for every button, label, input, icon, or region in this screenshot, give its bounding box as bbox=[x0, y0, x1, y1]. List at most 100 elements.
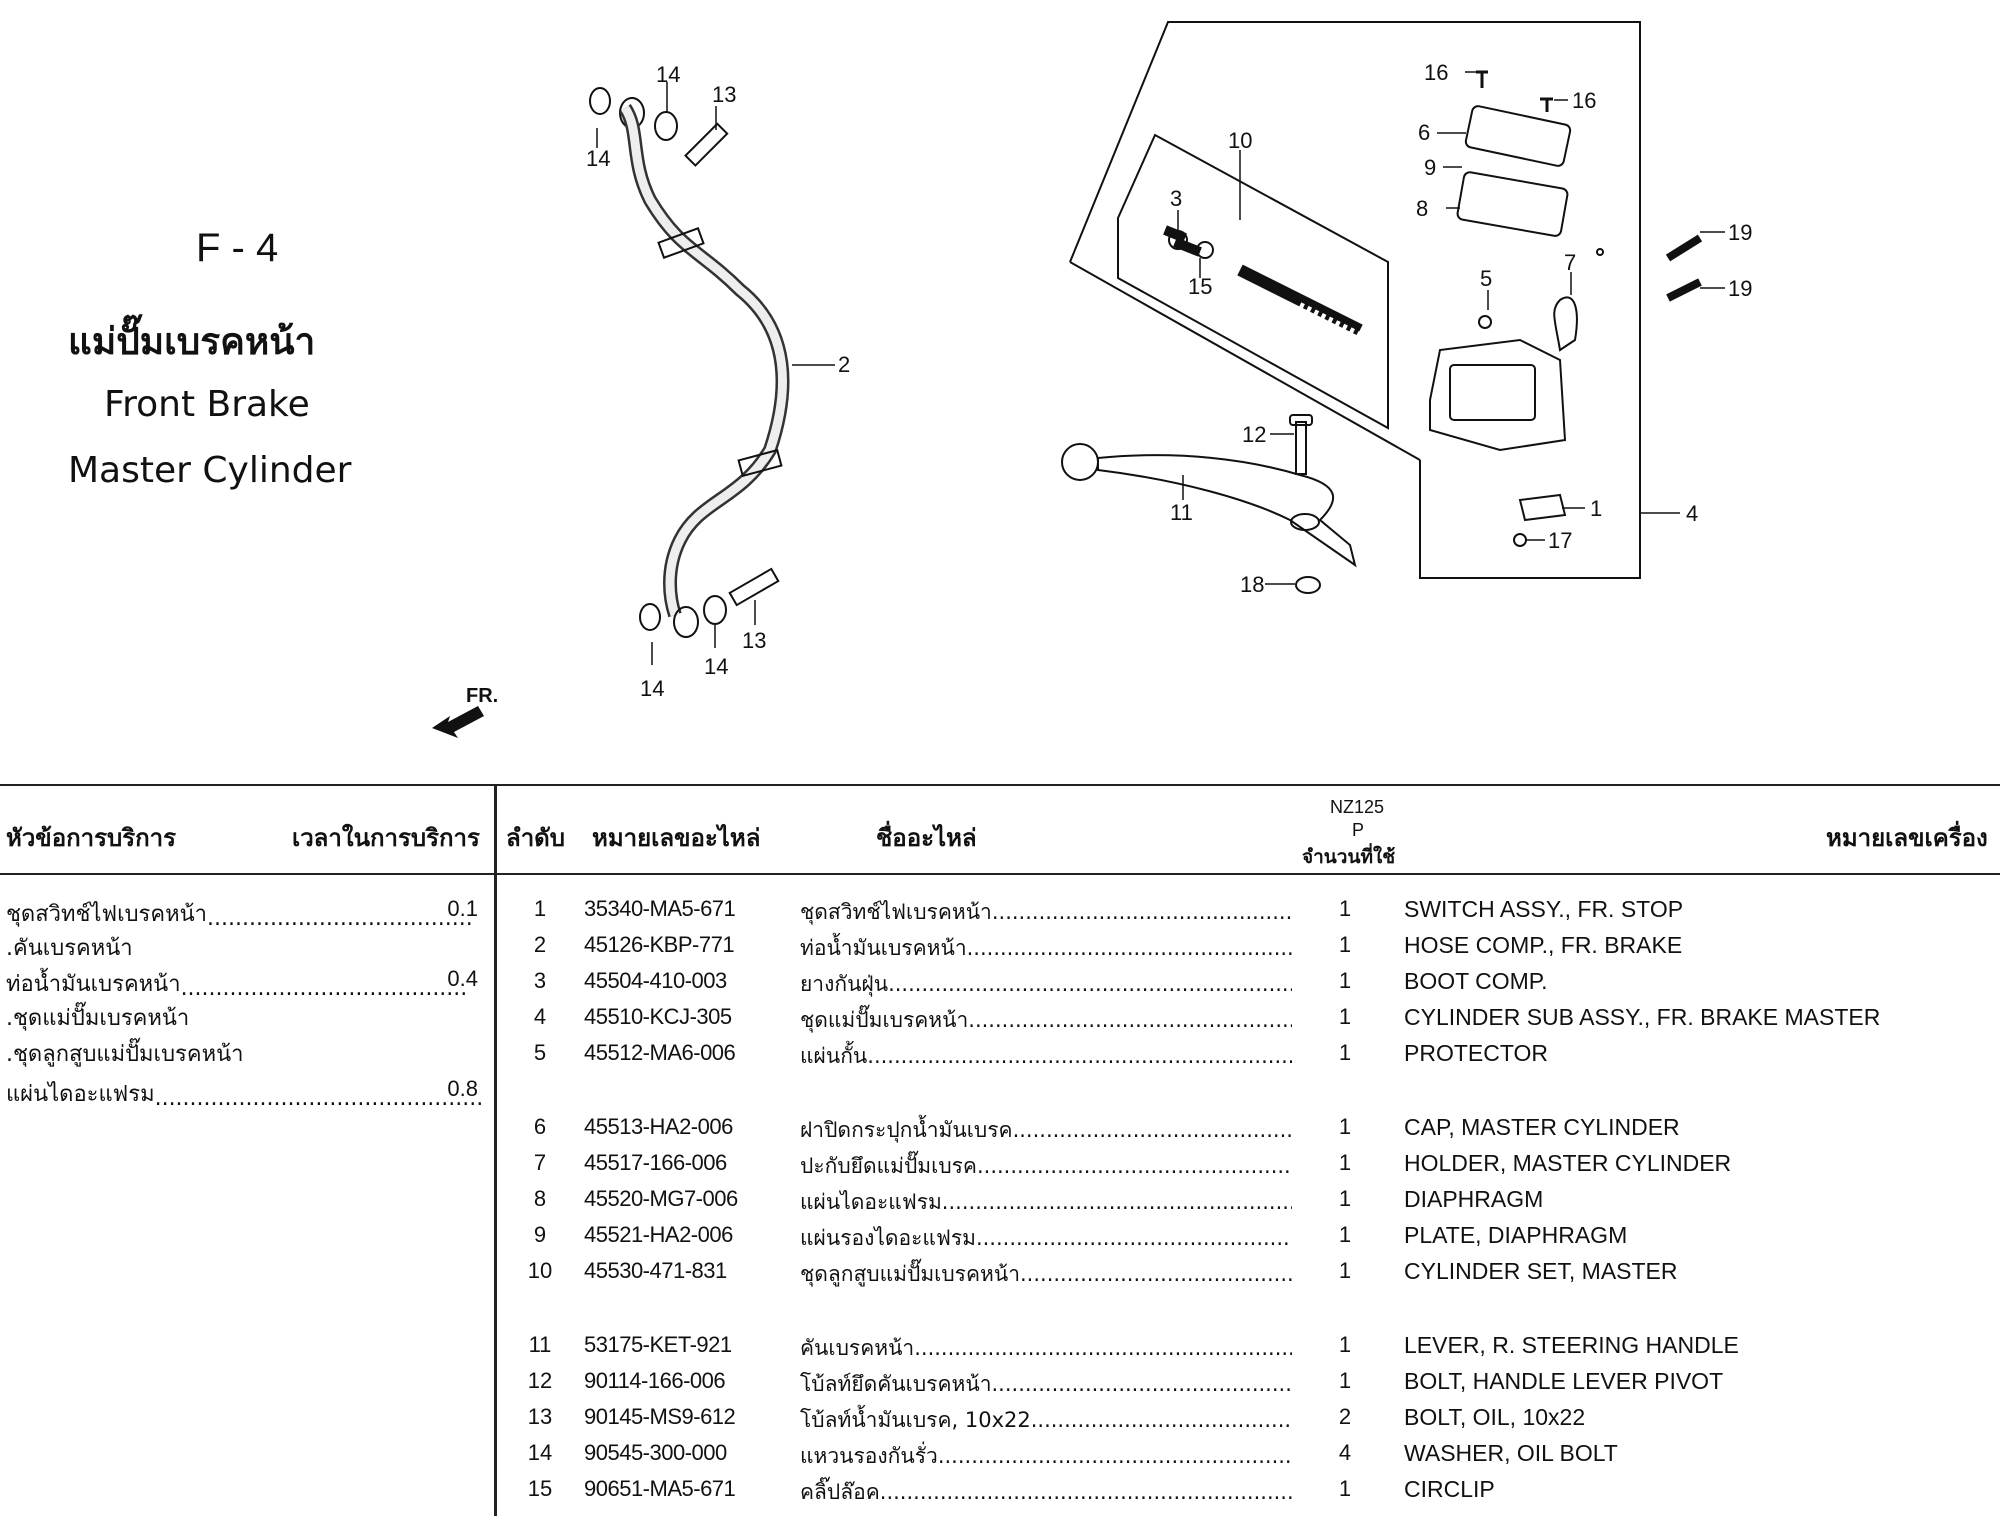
table-row: 14 90545-300-000 แหวนรองกันรั่ว.........… bbox=[500, 1440, 2000, 1474]
cell-part-name-th: โบ้ลท์ยึดคันเบรคหน้า....................… bbox=[800, 1372, 1292, 1396]
callout-17: 17 bbox=[1548, 528, 1572, 553]
cell-part-name-en: PROTECTOR bbox=[1404, 1040, 1548, 1066]
cell-part-name-th: แผ่นไดอะแฟรม............................… bbox=[800, 1190, 1292, 1214]
cell-seq: 11 bbox=[528, 1332, 552, 1357]
cell-qty: 1 bbox=[1338, 1114, 1352, 1139]
cell-part-name-en: HOLDER, MASTER CYLINDER bbox=[1404, 1150, 1732, 1176]
callout-6: 6 bbox=[1418, 120, 1430, 145]
fr-label: FR. bbox=[466, 685, 498, 707]
cell-part-name-en: BOLT, HANDLE LEVER PIVOT bbox=[1404, 1368, 1724, 1394]
cell-seq: 6 bbox=[533, 1114, 547, 1139]
cell-qty: 1 bbox=[1338, 1476, 1352, 1501]
service-item-dots: ........................................… bbox=[180, 976, 468, 1001]
cell-part-no: 35340-MA5-671 bbox=[584, 896, 736, 921]
cell-part-no: 90145-MS9-612 bbox=[584, 1404, 736, 1429]
th-seq: ลำดับ bbox=[506, 824, 566, 852]
callout-8: 8 bbox=[1416, 196, 1428, 221]
cell-part-no: 90545-300-000 bbox=[584, 1440, 727, 1465]
callout-14: 14 bbox=[704, 654, 728, 679]
cell-qty: 4 bbox=[1338, 1440, 1352, 1465]
cell-seq: 15 bbox=[527, 1476, 553, 1501]
service-item-time: 0.8 bbox=[447, 1076, 478, 1101]
cell-seq: 7 bbox=[533, 1150, 547, 1175]
cell-part-no: 45521-HA2-006 bbox=[584, 1222, 733, 1247]
callout-14: 14 bbox=[586, 146, 610, 171]
table-row: 5 45512-MA6-006 แผ่นกั้น................… bbox=[500, 1040, 2000, 1074]
service-item-name: .คันเบรคหน้า bbox=[6, 936, 133, 961]
cell-part-name-th: ปะกับยึดแม่ปั๊มเบรค.....................… bbox=[800, 1154, 1292, 1178]
assembly-frame-left bbox=[1069, 261, 1421, 461]
callout-19: 19 bbox=[1728, 220, 1752, 245]
exploded-diagram: FR. 14 13 14 2 13 14 14 10 3 15 16 16 6 … bbox=[432, 21, 1752, 738]
cell-part-no: 90114-166-006 bbox=[584, 1368, 726, 1393]
callout-16: 16 bbox=[1424, 60, 1448, 85]
service-item: .ชุดลูกสูบแม่ปั๊มเบรคหน้า bbox=[6, 1036, 478, 1071]
cell-qty: 1 bbox=[1338, 968, 1352, 993]
callout-14: 14 bbox=[656, 62, 680, 87]
cell-part-name-en: CYLINDER SUB ASSY., FR. BRAKE MASTER bbox=[1404, 1004, 1881, 1030]
th-service-item: หัวข้อการบริการ bbox=[6, 824, 177, 852]
table-row: 1 35340-MA5-671 ชุดสวิทช์ไฟเบรคหน้า.....… bbox=[500, 896, 2000, 930]
cell-qty: 1 bbox=[1338, 1368, 1352, 1393]
callout-9: 9 bbox=[1424, 155, 1436, 180]
master-cylinder-drawing bbox=[1061, 70, 1703, 594]
callout-14: 14 bbox=[640, 676, 664, 701]
service-item-name: .ชุดลูกสูบแม่ปั๊มเบรคหน้า bbox=[6, 1042, 244, 1067]
cell-qty: 2 bbox=[1338, 1404, 1352, 1429]
cell-part-no: 45504-410-003 bbox=[584, 968, 727, 993]
service-item-name: ชุดสวิทช์ไฟเบรคหน้า bbox=[6, 902, 207, 927]
table-row: 7 45517-166-006 ปะกับยึดแม่ปั๊มเบรค.....… bbox=[500, 1150, 2000, 1184]
th-model: NZ125 bbox=[1330, 797, 1385, 817]
callout-11: 11 bbox=[1170, 500, 1193, 525]
cell-part-name-en: SWITCH ASSY., FR. STOP bbox=[1404, 896, 1684, 922]
cell-qty: 1 bbox=[1338, 1258, 1352, 1283]
cell-seq: 13 bbox=[527, 1404, 553, 1429]
th-part-no: หมายเลขอะไหล่ bbox=[592, 824, 761, 852]
service-item-time: 0.4 bbox=[447, 966, 478, 991]
table-row: 9 45521-HA2-006 แผ่นรองไดอะแฟรม.........… bbox=[500, 1222, 2000, 1256]
cell-part-name-th: ชุดลูกสูบแม่ปั๊มเบรคหน้า................… bbox=[800, 1262, 1292, 1286]
service-item: ท่อน้ำมันเบรคหน้า.......................… bbox=[6, 966, 478, 1001]
cell-qty: 1 bbox=[1338, 1004, 1352, 1029]
callouts: 14 13 14 2 13 14 14 10 3 15 16 16 6 9 8 … bbox=[586, 60, 1752, 701]
cell-part-name-th: แหวนรองกันรั่ว..........................… bbox=[800, 1444, 1292, 1468]
callout-5: 5 bbox=[1480, 266, 1492, 291]
callout-1: 1 bbox=[1590, 496, 1602, 521]
service-item-dots: ...................................... bbox=[207, 906, 473, 931]
table-row: 15 90651-MA5-671 คลิ๊ปล๊อค..............… bbox=[500, 1476, 2000, 1510]
table-row: 6 45513-HA2-006 ฝาปิดกระปุกน้ำมันเบรค...… bbox=[500, 1114, 2000, 1148]
callout-13: 13 bbox=[712, 82, 736, 107]
cell-seq: 8 bbox=[533, 1186, 547, 1211]
service-item: .คันเบรคหน้า bbox=[6, 930, 478, 965]
cell-part-name-en: WASHER, OIL BOLT bbox=[1404, 1440, 1618, 1466]
table-row: 13 90145-MS9-612 โบ้ลท์น้ำมันเบรค, 10x22… bbox=[500, 1404, 2000, 1438]
front-direction-arrow: FR. bbox=[432, 685, 498, 738]
cell-part-name-en: CAP, MASTER CYLINDER bbox=[1404, 1114, 1680, 1140]
cell-part-no: 53175-KET-921 bbox=[584, 1332, 732, 1357]
cell-qty: 1 bbox=[1338, 1332, 1352, 1357]
cell-part-name-en: CYLINDER SET, MASTER bbox=[1404, 1258, 1678, 1284]
service-item: .ชุดแม่ปั๊มเบรคหน้า bbox=[6, 1000, 478, 1035]
cell-part-name-en: HOSE COMP., FR. BRAKE bbox=[1404, 932, 1683, 958]
table-row: 8 45520-MG7-006 แผ่นไดอะแฟรม............… bbox=[500, 1186, 2000, 1220]
table-row: 12 90114-166-006 โบ้ลท์ยึดคันเบรคหน้า...… bbox=[500, 1368, 2000, 1402]
title-english-line2: Master Cylinder bbox=[68, 450, 352, 491]
cell-qty: 1 bbox=[1338, 932, 1352, 957]
callout-7: 7 bbox=[1564, 250, 1576, 275]
callout-19: 19 bbox=[1728, 276, 1752, 301]
service-item-name: .ชุดแม่ปั๊มเบรคหน้า bbox=[6, 1006, 190, 1031]
cell-part-name-en: BOOT COMP. bbox=[1404, 968, 1548, 994]
cell-seq: 12 bbox=[527, 1368, 553, 1393]
cell-part-name-th: ชุดสวิทช์ไฟเบรคหน้า.....................… bbox=[800, 900, 1292, 924]
th-qty: จำนวนที่ใช้ bbox=[1302, 846, 1396, 868]
leader-lines bbox=[596, 71, 1725, 665]
callout-3: 3 bbox=[1170, 186, 1182, 211]
callout-12: 12 bbox=[1242, 422, 1266, 447]
cell-part-name-th: ชุดแม่ปั๊มเบรคหน้า......................… bbox=[800, 1008, 1292, 1032]
cell-part-name-th: คลิ๊ปล๊อค...............................… bbox=[800, 1480, 1292, 1504]
cell-part-no: 45512-MA6-006 bbox=[584, 1040, 736, 1065]
th-part-name: ชื่ออะไหล่ bbox=[876, 824, 977, 852]
cell-seq: 4 bbox=[533, 1004, 547, 1029]
cell-part-name-th: ท่อน้ำมันเบรคหน้า.......................… bbox=[800, 936, 1292, 960]
cell-part-no: 90651-MA5-671 bbox=[584, 1476, 736, 1501]
